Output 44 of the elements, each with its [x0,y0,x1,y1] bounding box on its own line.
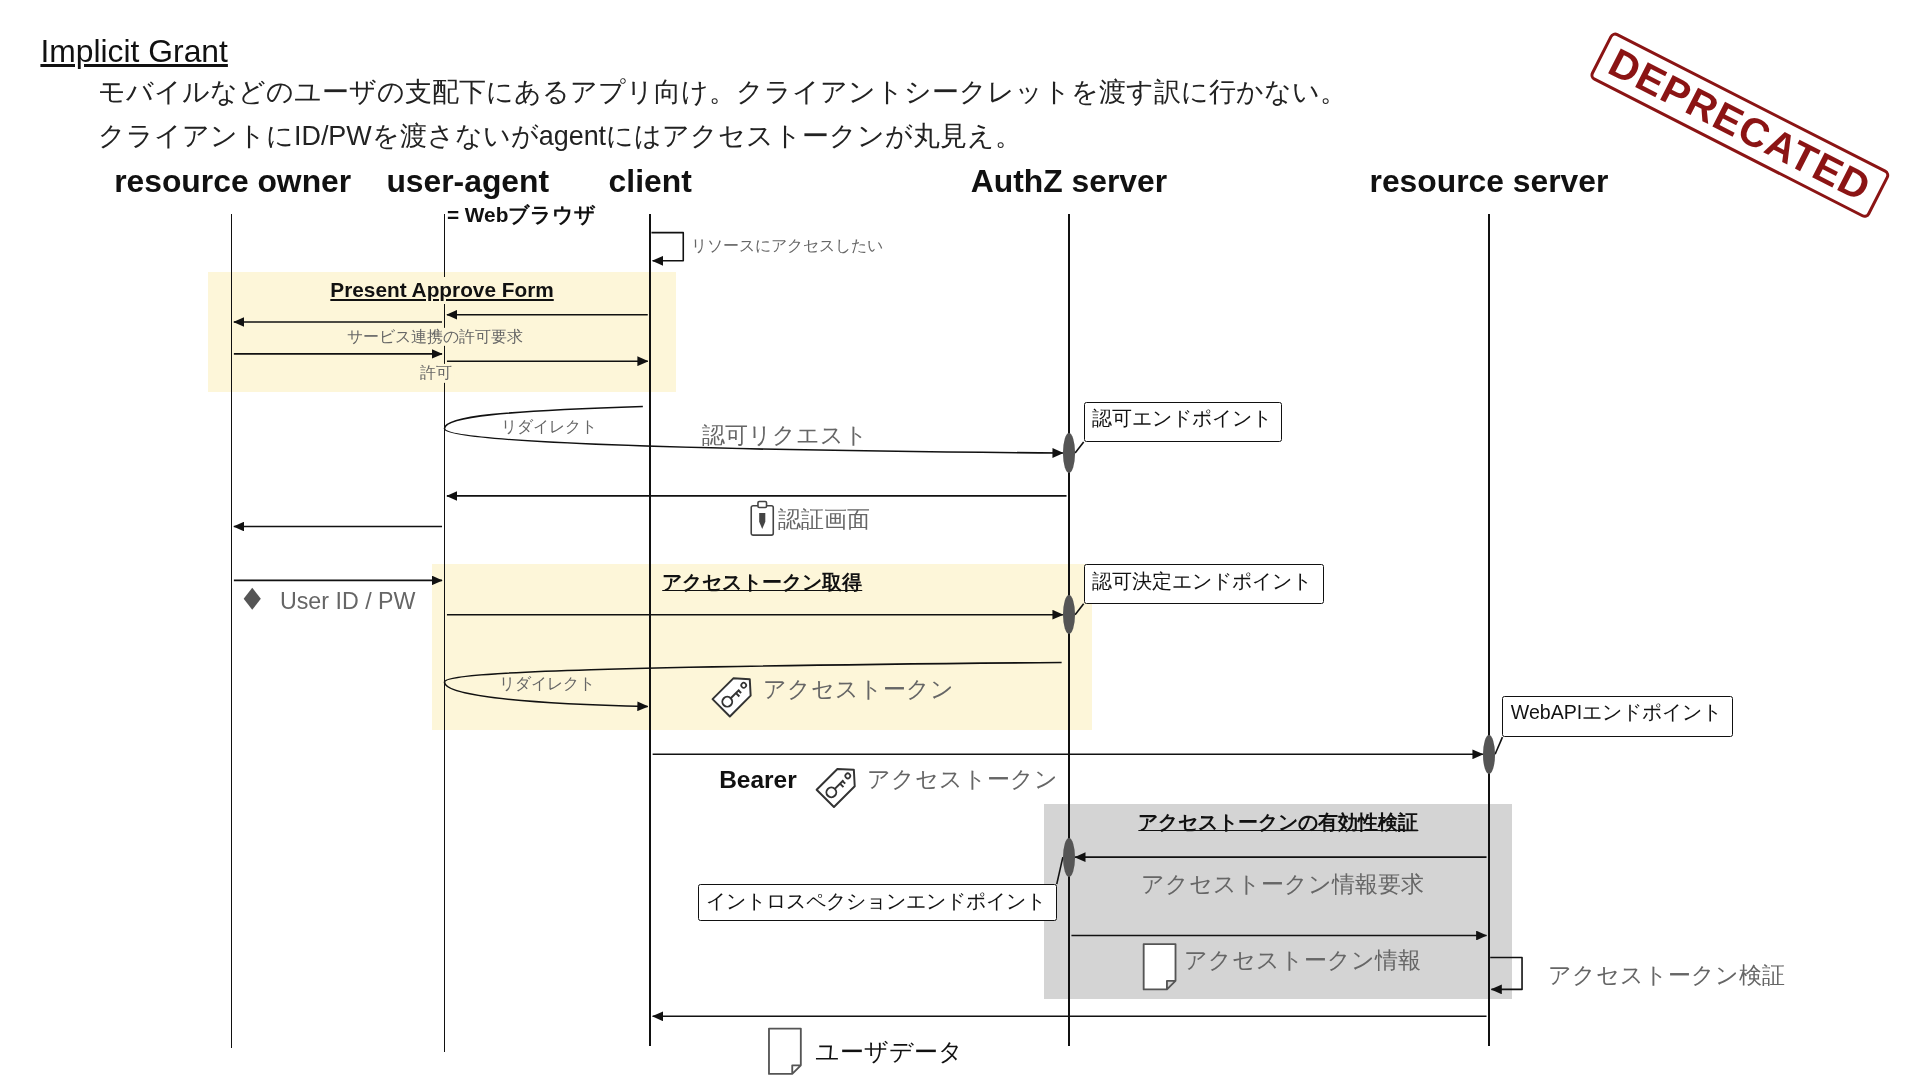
leader-line [1074,602,1085,616]
arrow [233,349,443,359]
description-text: モバイルなどのユーザの支配下にあるアプリ向け。クライアントシークレットを渡す訳に行かない。 [97,75,1347,109]
arrow [446,609,1064,620]
arrow [443,681,649,712]
callout-box: イントロスペクションエンドポイント [697,884,1057,921]
annotation-text: = Webブラウザ [446,203,597,228]
edge-label: リダイレクト [499,418,598,437]
callout-box: 認可エンドポイント [1083,401,1283,443]
arrow [446,356,649,367]
edge-label: リソースにアクセスしたい [689,236,884,256]
arrow [446,491,1068,501]
callout-box: 認可決定エンドポイント [1083,564,1324,604]
participant-label: client [607,161,693,201]
arrow [233,521,443,532]
arrow [233,317,443,327]
leader-line [1055,856,1064,885]
edge-label: User ID / PW [278,587,417,615]
edge-label: サービス連携の許可要求 [344,327,526,346]
annotation-text: Bearer [719,765,797,795]
arrow [651,749,1484,760]
arrow [1074,852,1488,863]
arrow [1070,930,1488,941]
activation-oval [1482,734,1496,774]
arrow [446,309,649,320]
arrow [1489,956,1523,995]
edge-label: 認証画面 [777,505,872,533]
participant-label: user-agent [385,161,551,201]
arrow [443,427,1064,458]
title: Implicit Grant [40,31,228,71]
edge-label: 認可リクエスト [700,421,869,449]
participant-label: resource owner [113,161,353,201]
leader-line [1494,736,1504,756]
edge-label: アクセストークン検証 [1546,961,1786,989]
description-text: クライアントにID/PWを渡さないがagentにはアクセストークンが丸見え。 [97,119,1023,153]
edge-label: 許可 [417,364,455,383]
participant-label: AuthZ server [969,161,1169,201]
arrow [650,231,685,266]
leader-line [1074,441,1085,454]
arrow [233,575,443,586]
callout-box: WebAPIエンドポイント [1502,695,1733,738]
edge-label: アクセストークン [865,765,1059,793]
arrow [651,1011,1488,1022]
activation-oval [1062,433,1076,473]
